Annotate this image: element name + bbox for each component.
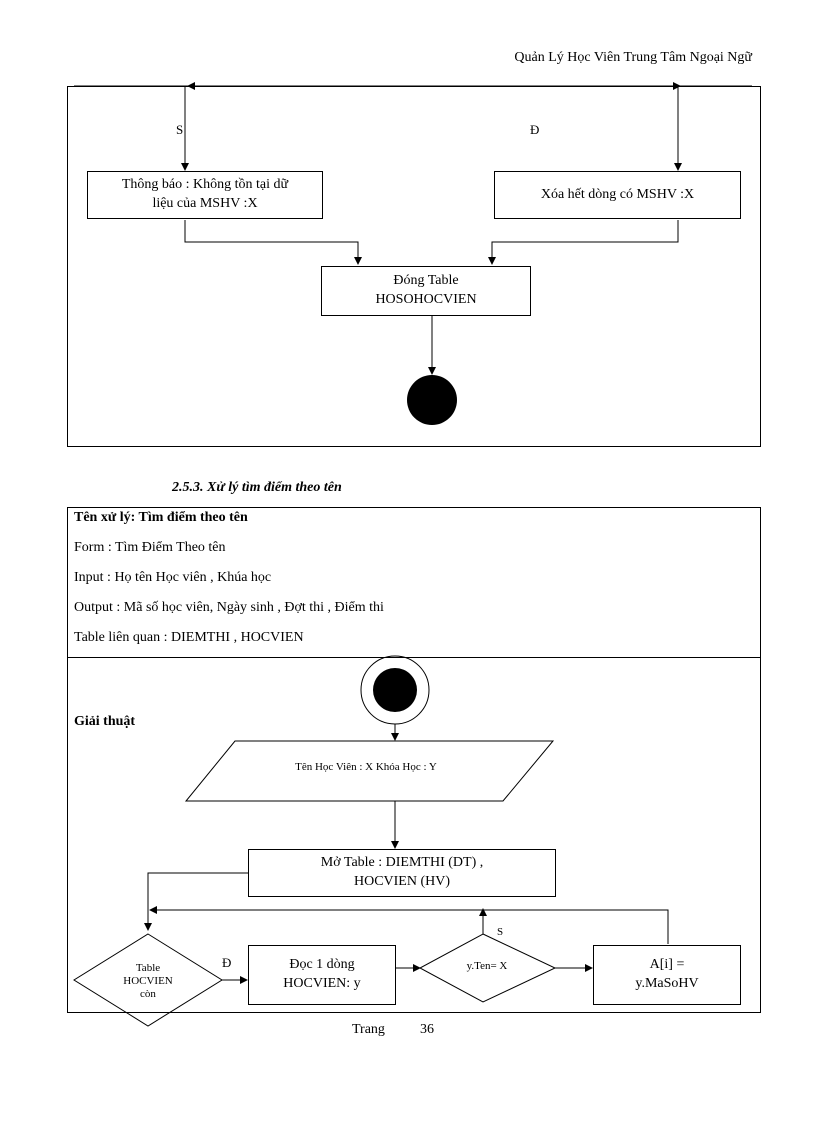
loop-condition-text: Table HOCVIEN còn <box>108 962 188 1002</box>
end-node <box>407 375 457 425</box>
process-name: Tên xử lý: Tìm điểm theo tên <box>74 510 248 525</box>
name-condition-text: y.Ten= X <box>466 960 508 972</box>
close-table-line-1: Đóng Table <box>393 273 459 289</box>
process-tables: Table liên quan : DIEMTHI , HOCVIEN <box>74 630 304 645</box>
no-branch-label: S <box>497 926 504 938</box>
assign-line-2: y.MaSoHV <box>635 976 699 991</box>
assign-box: A[i] = y.MaSoHV <box>593 945 741 1005</box>
start-node <box>373 668 417 712</box>
arrow-assign-loop-back <box>149 906 669 944</box>
not-found-line-2: liệu của MSHV :X <box>152 196 258 211</box>
algorithm-label: Giải thuật <box>74 714 136 729</box>
page-number: 36 <box>419 1022 434 1037</box>
close-table-box: Đóng Table HOSOHOCVIEN <box>321 266 531 316</box>
assign-line-1: A[i] = <box>649 957 685 973</box>
delete-rows-text: Xóa hết dòng có MSHV :X <box>540 186 695 202</box>
loop-decision-diamond <box>73 933 223 1027</box>
arrow-delete-to-close <box>488 220 679 265</box>
read-row-box: Đọc 1 dòng HOCVIEN: y <box>248 945 396 1005</box>
not-found-line-1: Thông báo : Không tồn tại dữ <box>121 177 289 193</box>
spec-divider <box>67 657 761 658</box>
read-row-line-2: HOCVIEN: y <box>283 976 361 991</box>
loop-cond-line-2: HOCVIEN <box>123 975 173 988</box>
page-footer: Trang 36 <box>352 1022 434 1038</box>
process-output: Output : Mã số học viên, Ngày sinh , Đợt… <box>74 600 384 615</box>
process-spec-frame <box>67 507 761 1013</box>
loop-cond-line-1: Table <box>135 962 161 974</box>
open-tables-box: Mở Table : DIEMTHI (DT) , HOCVIEN (HV) <box>248 849 556 897</box>
name-decision-diamond <box>418 933 557 1003</box>
process-input: Input : Họ tên Học viên , Khúa học <box>74 570 272 585</box>
input-parallelogram-text: Tên Học Viên : X Khóa Học : Y <box>295 761 437 773</box>
delete-rows-box: Xóa hết dòng có MSHV :X <box>494 171 741 219</box>
not-found-message-box: Thông báo : Không tồn tại dữ liệu của MS… <box>87 171 323 219</box>
process-form: Form : Tìm Điểm Theo tên <box>74 540 226 555</box>
section-heading: 2.5.3. Xử lý tìm điểm theo tên <box>172 480 342 495</box>
yes-branch-label: Đ <box>222 955 232 970</box>
branch-yes-label: Đ <box>530 122 540 137</box>
branch-no-label: S <box>176 122 184 137</box>
open-tables-line-2: HOCVIEN (HV) <box>353 874 451 889</box>
document-header-title: Quản Lý Học Viên Trung Tâm Ngoại Ngữ <box>514 50 752 65</box>
open-tables-line-1: Mở Table : DIEMTHI (DT) , <box>320 855 484 871</box>
arrow-not-found-to-close <box>184 220 362 265</box>
input-parallelogram <box>184 740 555 802</box>
page-label: Trang <box>352 1022 385 1037</box>
loop-cond-line-3: còn <box>140 988 156 1001</box>
close-table-line-2: HOSOHOCVIEN <box>375 292 477 307</box>
arrow-open-to-loop <box>144 872 248 931</box>
read-row-line-1: Đọc 1 dòng <box>289 957 355 973</box>
